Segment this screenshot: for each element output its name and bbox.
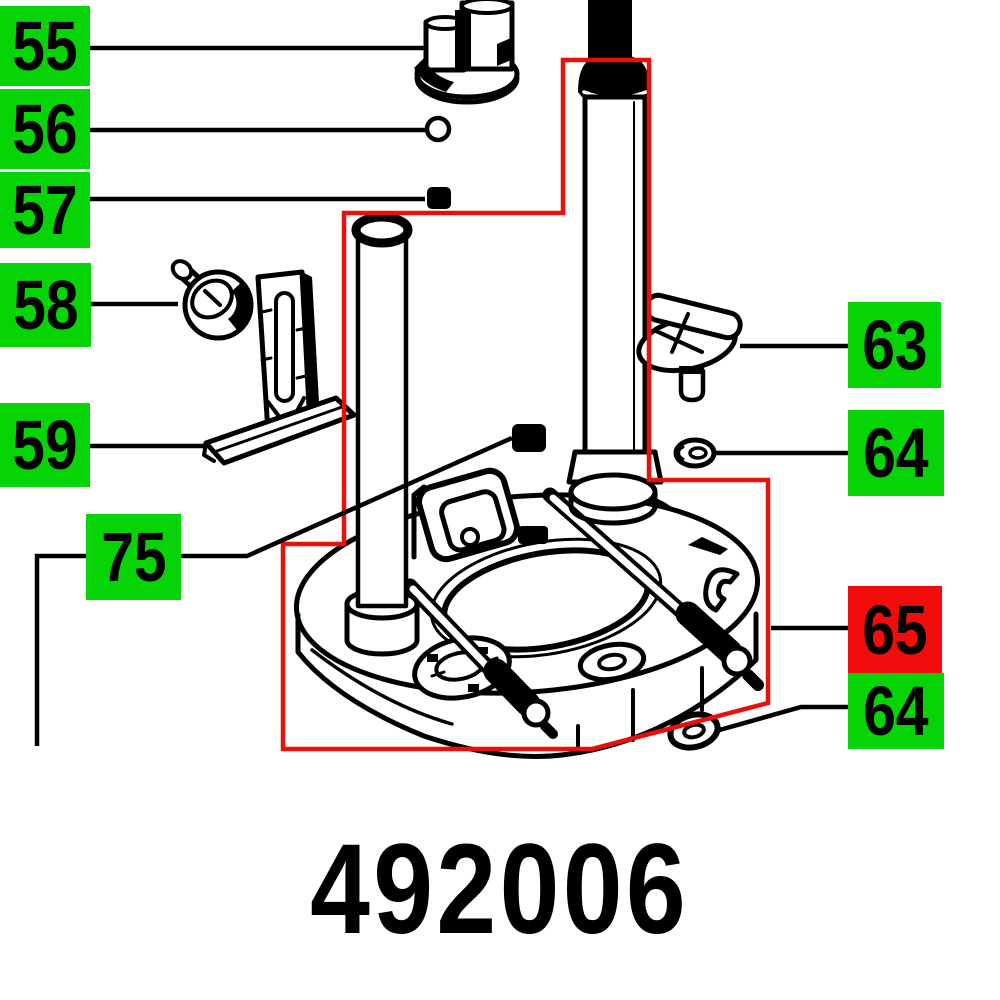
part-75-clamp-piece (512, 424, 546, 452)
callout-55[interactable]: 55 (0, 6, 90, 86)
callout-64-upper[interactable]: 64 (848, 410, 944, 496)
leader-64-lower (715, 704, 848, 734)
base-arrow-mark (688, 537, 728, 555)
callout-65-label: 65 (862, 590, 928, 669)
part-58-knob (170, 259, 254, 341)
part-63-wing-knob (636, 292, 743, 403)
order-number: 492006 (0, 826, 1000, 954)
callout-59[interactable]: 59 (0, 403, 90, 487)
base-oval-hole (577, 641, 647, 683)
part-59-depth-guide (202, 269, 357, 466)
part-64-oring-upper (673, 437, 717, 469)
callout-65[interactable]: 65 (848, 586, 942, 673)
part-56-ball (424, 115, 452, 143)
callout-55-label: 55 (12, 7, 78, 85)
callout-57[interactable]: 57 (0, 172, 90, 248)
leader-75-right (181, 435, 513, 559)
callout-59-label: 59 (12, 406, 78, 484)
part-57-block (427, 187, 451, 209)
callout-63[interactable]: 63 (848, 302, 941, 388)
callout-56-label: 56 (12, 90, 78, 168)
callout-58[interactable]: 58 (0, 263, 91, 347)
machine-drawing (170, 0, 764, 759)
base-slot-detail (703, 567, 740, 613)
leader-lines (34, 45, 848, 746)
order-number-text: 492006 (310, 818, 690, 961)
selection-outline-65 (280, 57, 771, 752)
callout-64-lower[interactable]: 64 (848, 673, 944, 749)
callout-57-label: 57 (12, 171, 78, 249)
callout-58-label: 58 (12, 266, 79, 344)
callout-64-upper-label: 64 (863, 414, 929, 492)
part-guide-column-left (344, 212, 420, 657)
callout-75[interactable]: 75 (86, 514, 181, 600)
part-64-oring-lower (667, 711, 721, 751)
callout-75-label: 75 (100, 518, 167, 596)
part-55-column-cap (414, 0, 520, 105)
callout-64-lower-label: 64 (863, 672, 929, 750)
callout-63-label: 63 (861, 306, 928, 384)
clamp-rod-right (542, 487, 764, 691)
leader-75-left (34, 553, 86, 746)
spring-clip (416, 467, 520, 563)
ratchet-disc (412, 635, 512, 701)
clamp-rod-left (402, 578, 558, 739)
callout-56[interactable]: 56 (0, 89, 90, 169)
